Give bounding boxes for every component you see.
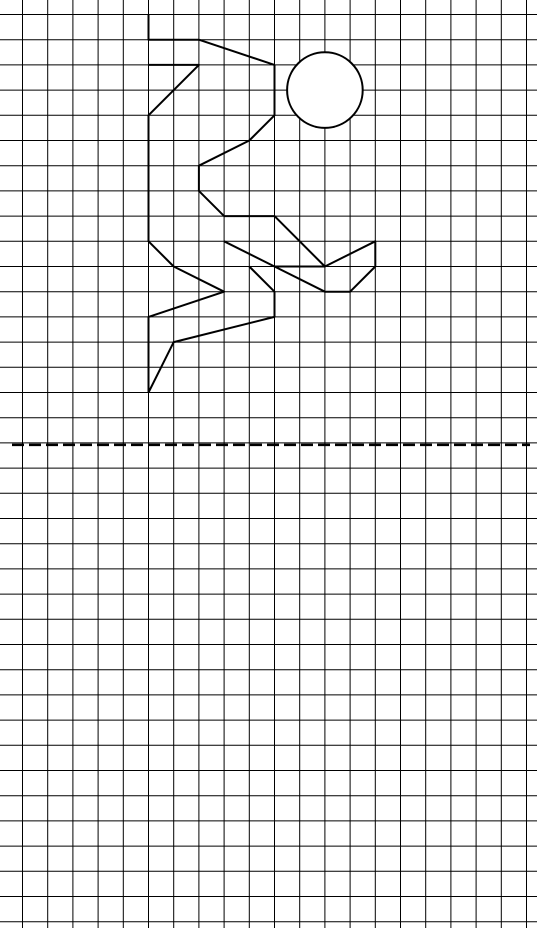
figure-head bbox=[287, 52, 363, 128]
running-person-figure bbox=[149, 15, 376, 393]
figure-arm-front bbox=[149, 65, 225, 393]
